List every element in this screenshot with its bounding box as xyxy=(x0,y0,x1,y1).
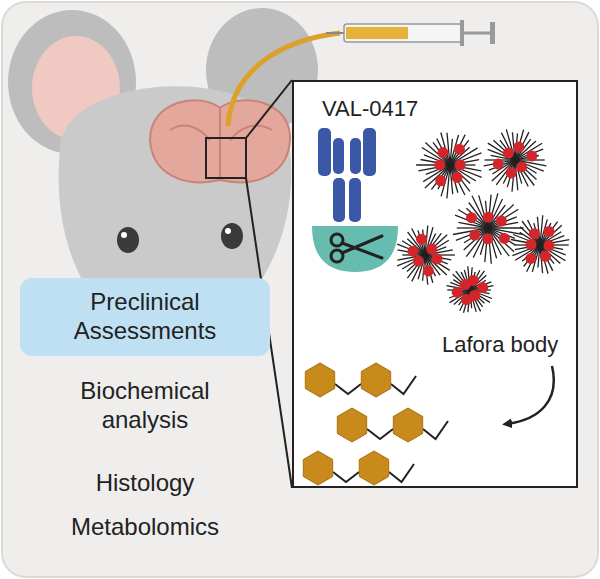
assessment-item: Metabolomics xyxy=(35,512,255,541)
lafora-body-label: Lafora body xyxy=(442,332,558,358)
curved-arrow xyxy=(506,366,554,424)
antibody xyxy=(318,128,376,222)
lafora-body-art xyxy=(397,129,569,312)
glucose-chains xyxy=(303,363,448,485)
panel-ground xyxy=(292,80,578,488)
assessment-box: Preclinical Assessments xyxy=(20,278,270,356)
brain xyxy=(150,100,290,182)
assessment-item: Histology xyxy=(35,468,255,497)
zoom-panel: VAL-0417Lafora body xyxy=(292,80,578,488)
box-title: Preclinical Assessments xyxy=(32,288,258,346)
scissors-enzyme xyxy=(312,226,398,272)
antibody-name: VAL-0417 xyxy=(322,96,418,122)
assessment-item: Biochemical analysis xyxy=(55,376,235,435)
